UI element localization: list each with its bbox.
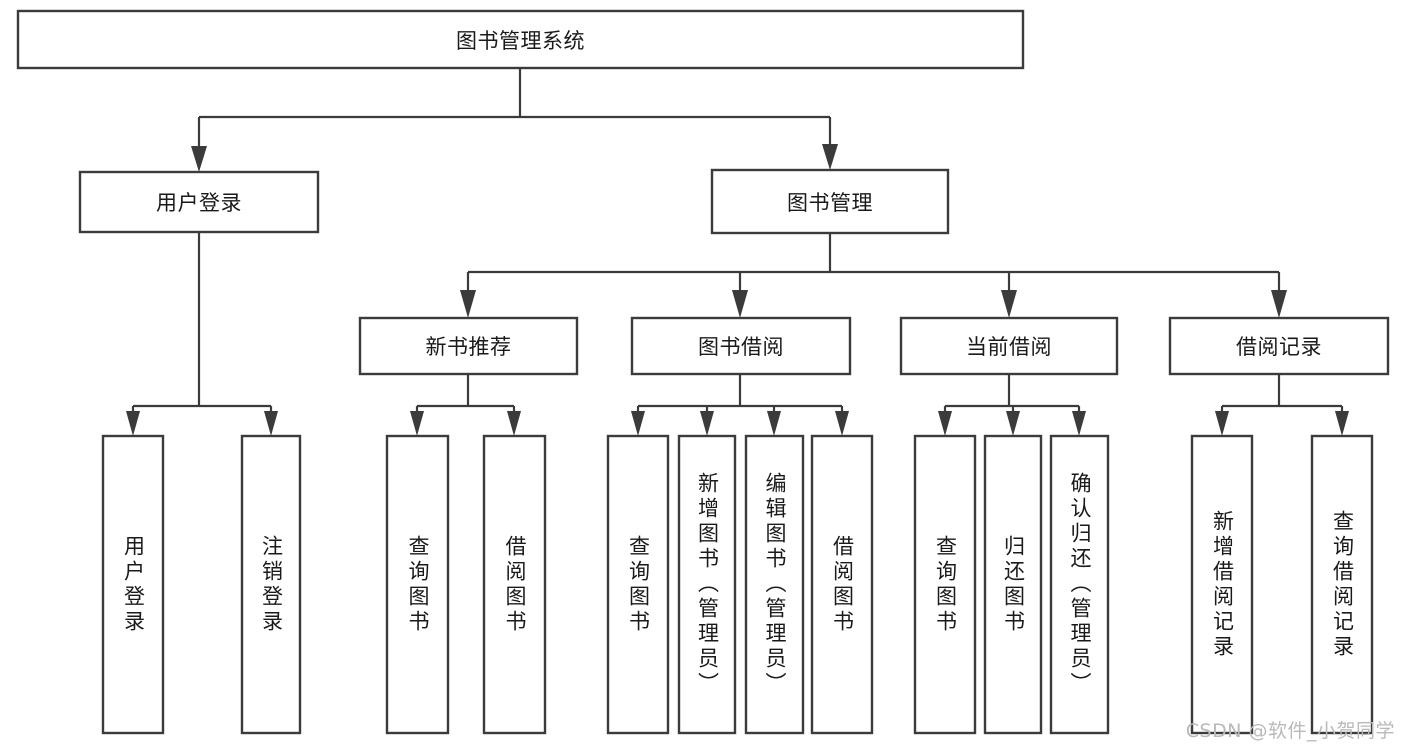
arrow-head-book-borrow-leaf4	[835, 411, 849, 436]
arrow-head-book-borrow-leaf3	[767, 411, 781, 436]
node-box-current-borrow[interactable]	[899, 316, 1119, 376]
arrow-head-borrow-record-leaf2	[1335, 411, 1349, 436]
leaf-box-borrow-record-1[interactable]	[1190, 434, 1254, 735]
arrow-head-borrow-record-leaf1	[1215, 411, 1229, 436]
leaf-box-current-borrow-1[interactable]	[913, 434, 977, 735]
node-box-user-login[interactable]	[78, 170, 320, 234]
arrow-head-book-borrow	[732, 290, 748, 318]
watermark-text: CSDN @软件_小贺同学	[1185, 720, 1395, 742]
arrow-head-book-borrow-leaf1	[631, 411, 645, 436]
arrow-head-current-borrow-leaf2	[1006, 411, 1020, 436]
arrow-head-borrow-record	[1271, 290, 1287, 318]
arrow-head-user-login	[191, 146, 207, 172]
arrow-head-new-book-leaf1	[410, 411, 424, 436]
node-box-root[interactable]	[16, 9, 1025, 70]
node-box-new-book-recommend[interactable]	[358, 316, 579, 376]
leaf-box-borrow-record-2[interactable]	[1310, 434, 1374, 735]
leaf-box-book-borrow-1[interactable]	[606, 434, 670, 735]
leaf-box-new-book-2[interactable]	[482, 434, 547, 735]
leaf-box-book-borrow-2[interactable]	[677, 434, 737, 735]
arrow-head-current-borrow-leaf3	[1072, 411, 1086, 436]
arrow-head-new-book-leaf2	[507, 411, 521, 436]
leaf-box-current-borrow-2[interactable]	[983, 434, 1043, 735]
arrow-head-new-book	[460, 290, 476, 318]
arrow-head-current-borrow-leaf1	[938, 411, 952, 436]
arrow-head-book-management	[822, 144, 838, 170]
node-box-borrow-record[interactable]	[1168, 316, 1390, 376]
leaf-box-new-book-1[interactable]	[385, 434, 450, 735]
node-box-book-borrow[interactable]	[630, 316, 852, 376]
leaf-box-user-login-2[interactable]	[240, 434, 302, 735]
leaf-box-book-borrow-3[interactable]	[744, 434, 805, 735]
node-box-book-management[interactable]	[710, 168, 950, 235]
leaf-box-book-borrow-4[interactable]	[810, 434, 874, 735]
arrow-head-book-borrow-leaf2	[700, 411, 714, 436]
leaf-box-current-borrow-3[interactable]	[1049, 434, 1110, 735]
arrow-head-user-login-leaf1	[126, 411, 140, 436]
leaf-box-user-login-1[interactable]	[101, 434, 165, 735]
arrow-head-current-borrow	[1001, 290, 1017, 318]
arrow-head-user-login-leaf2	[264, 411, 278, 436]
